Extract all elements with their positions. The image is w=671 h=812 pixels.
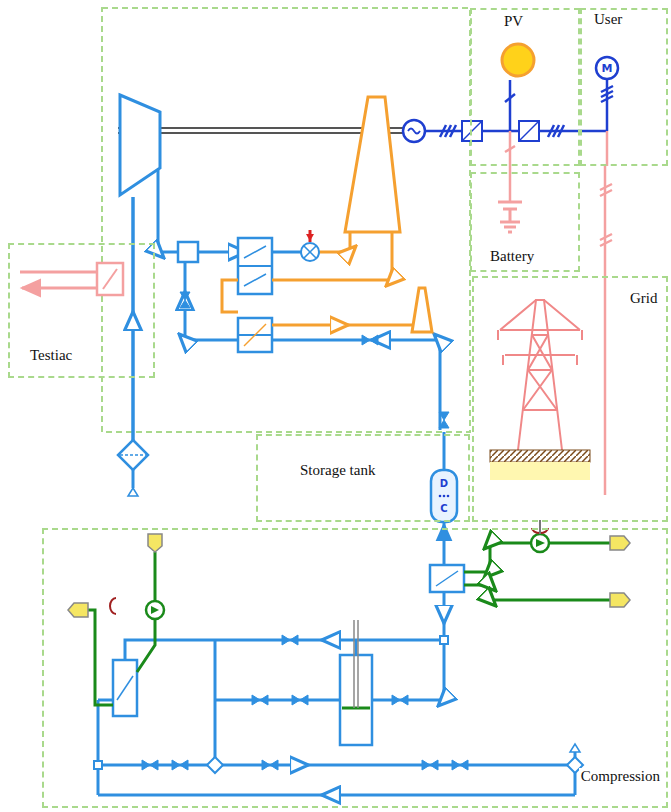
tank-letter: C — [440, 504, 447, 514]
storage-tank-region: Storage tank — [256, 434, 470, 522]
connector-line — [604, 166, 607, 276]
region-label: Battery — [488, 248, 536, 265]
user-region: User — [580, 8, 668, 166]
testiac-region: Testiac — [8, 243, 155, 378]
region-label: Compression — [579, 768, 662, 785]
region-label: PV — [502, 13, 525, 30]
grid-region: Grid — [472, 276, 668, 522]
battery-region: Battery — [470, 172, 580, 272]
region-label: Storage tank — [298, 462, 377, 479]
pv-region: PV — [470, 8, 580, 166]
compression-region: Compression — [42, 528, 668, 808]
region-label: Testiac — [28, 347, 74, 364]
motor-symbol-letter: M — [602, 63, 613, 74]
tank-letter: D — [440, 479, 448, 489]
region-label: User — [592, 11, 624, 28]
region-label: Grid — [628, 290, 660, 307]
